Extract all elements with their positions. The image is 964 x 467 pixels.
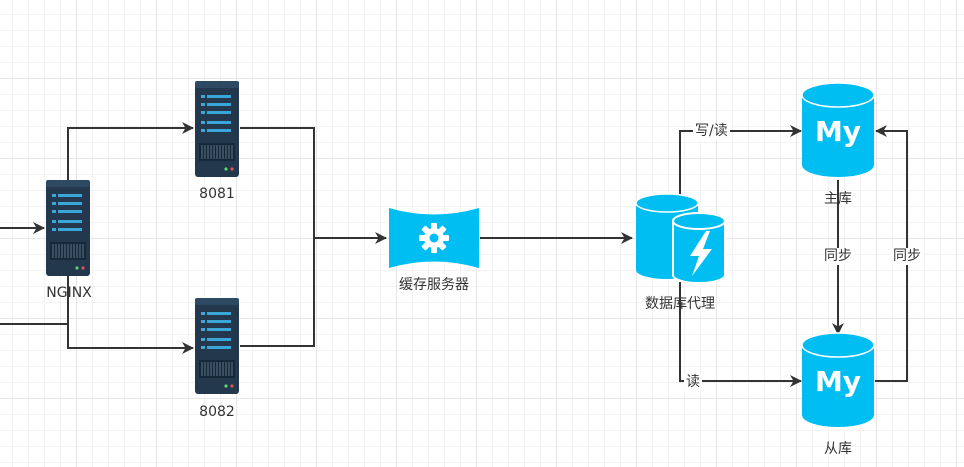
edge-label-sync-down: 同步 <box>822 248 854 265</box>
server-8082-label: 8082 <box>199 404 235 420</box>
server-8081-label: 8081 <box>199 186 235 202</box>
slave-db-icon: My <box>801 332 875 427</box>
master-db-label: 主库 <box>824 191 852 207</box>
edge-label-sync-up: 同步 <box>891 248 923 265</box>
slave-db-logo: My <box>815 365 861 398</box>
db-proxy-label: 数据库代理 <box>645 296 715 312</box>
edge-nginx-to-8081 <box>67 122 194 180</box>
master-db-icon: My <box>801 82 875 177</box>
edge-label-read: 读 <box>684 374 702 391</box>
slave-db-label: 从库 <box>824 441 852 457</box>
nginx-label: NGINX <box>46 285 92 301</box>
edge-label-write-read: 写/读 <box>693 123 730 140</box>
edge-8081-to-cache <box>240 127 387 244</box>
database-proxy-icon <box>635 193 726 284</box>
cache-server-icon <box>389 208 479 268</box>
edge-nginx-to-8082 <box>67 276 194 354</box>
server-8081-icon <box>194 80 240 178</box>
connectors <box>0 122 908 387</box>
master-db-logo: My <box>815 115 861 148</box>
edge-proxy-to-slave <box>679 282 802 387</box>
cache-server-label: 缓存服务器 <box>399 277 469 293</box>
edge-proxy-to-master <box>679 125 802 196</box>
server-8082-icon <box>194 297 240 395</box>
nginx-server-icon <box>45 179 91 277</box>
edge-8082-to-cache <box>240 238 315 347</box>
